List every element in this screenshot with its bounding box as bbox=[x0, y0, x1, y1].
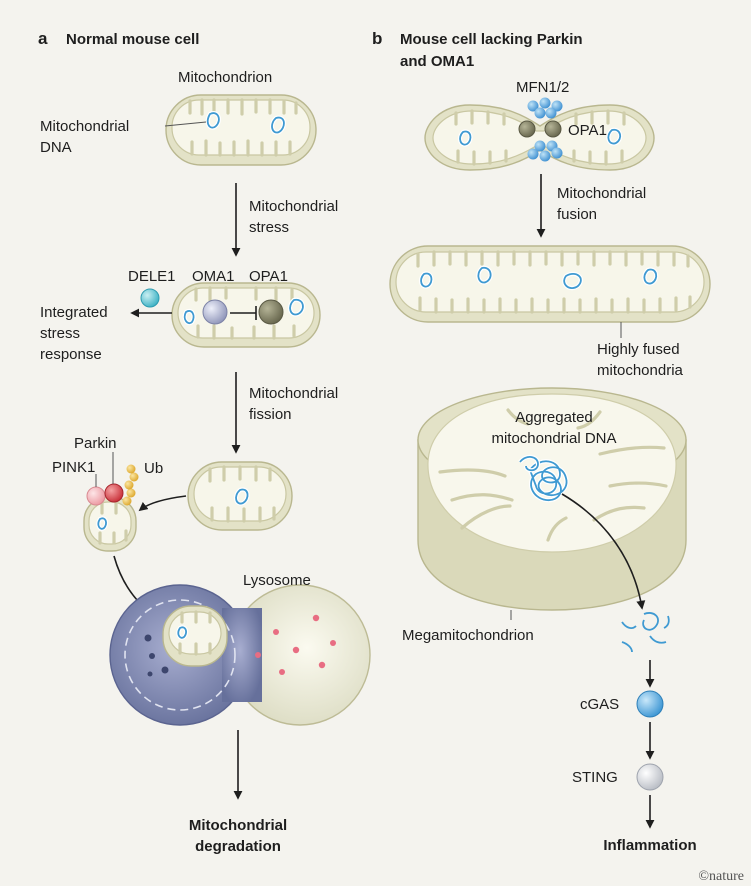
autolysosome bbox=[109, 584, 371, 726]
ub-label: Ub bbox=[144, 460, 163, 477]
highly-fused-mitochondrion bbox=[389, 245, 711, 323]
panel-b-title-line1: Mouse cell lacking Parkin bbox=[400, 31, 583, 48]
isr-label-line2: stress bbox=[40, 325, 80, 342]
mitochondrion-label: Mitochondrion bbox=[178, 69, 272, 86]
lysosome-label: Lysosome bbox=[243, 572, 311, 589]
cgas-protein bbox=[636, 690, 664, 718]
mfn-label: MFN1/2 bbox=[516, 79, 569, 96]
aggregated-label-line2: mitochondrial DNA bbox=[491, 430, 616, 447]
fused-label-line1: Highly fused bbox=[597, 341, 680, 358]
dele1-protein bbox=[140, 288, 160, 308]
panel-b-title-line2: and OMA1 bbox=[400, 53, 474, 70]
stress-label-line2: stress bbox=[249, 219, 289, 236]
isr-label-line3: response bbox=[40, 346, 102, 363]
parkin-label: Parkin bbox=[74, 435, 117, 452]
cgas-label: cGAS bbox=[580, 696, 619, 713]
aggregated-mtdna bbox=[518, 454, 569, 503]
mtdna-release-arrow bbox=[561, 493, 646, 610]
mtdna-label-line1: Mitochondrial bbox=[40, 118, 129, 135]
nature-credit: ©nature bbox=[698, 869, 744, 884]
fission-label-line2: fission bbox=[249, 406, 292, 423]
fission-label-line1: Mitochondrial bbox=[249, 385, 338, 402]
parkin-protein bbox=[104, 483, 124, 503]
fusion-label-line1: Mitochondrial bbox=[557, 185, 646, 202]
sting-protein bbox=[636, 763, 664, 791]
ubiquitin-chain bbox=[122, 464, 139, 506]
mtdna-label-line2: DNA bbox=[40, 139, 72, 156]
sting-label: STING bbox=[572, 769, 618, 786]
megamito-label: Megamitochondrion bbox=[402, 627, 534, 644]
oma1-inhibits-opa1-bar bbox=[230, 306, 257, 320]
pink1-protein bbox=[86, 486, 106, 506]
inflammation-label: Inflammation bbox=[603, 837, 696, 854]
pink1-label: PINK1 bbox=[52, 459, 95, 476]
mitochondrion-stressed bbox=[171, 282, 321, 348]
mfn-cluster-top bbox=[527, 97, 563, 119]
oma1-label: OMA1 bbox=[192, 268, 235, 285]
fusing-mitochondria bbox=[424, 104, 655, 171]
damaged-mitochondrion bbox=[83, 496, 137, 552]
released-mtdna-fragments bbox=[621, 612, 670, 653]
opa1-protein-b1 bbox=[518, 120, 536, 138]
mitochondrion-1 bbox=[165, 94, 317, 166]
mitophagy-arrow bbox=[138, 495, 187, 512]
mfn-cluster-bottom bbox=[527, 140, 563, 162]
opa1-label-a: OPA1 bbox=[249, 268, 288, 285]
fused-label-line2: mitochondria bbox=[597, 362, 684, 379]
isr-label-line1: Integrated bbox=[40, 304, 108, 321]
megamitochondrion bbox=[417, 387, 687, 611]
degradation-label-line2: degradation bbox=[195, 838, 281, 855]
oma1-protein bbox=[202, 299, 228, 325]
panel-b-letter: b bbox=[372, 29, 382, 48]
degradation-label-line1: Mitochondrial bbox=[189, 817, 287, 834]
mtdna-leader-line bbox=[164, 121, 207, 127]
opa1-protein-a bbox=[258, 299, 284, 325]
panel-a-letter: a bbox=[38, 29, 48, 48]
panel-a-title: Normal mouse cell bbox=[66, 31, 199, 48]
opa1-protein-b2 bbox=[544, 120, 562, 138]
dele1-label: DELE1 bbox=[128, 268, 176, 285]
opa1-label-b: OPA1 bbox=[568, 122, 607, 139]
daughter-mitochondrion-healthy bbox=[187, 461, 293, 531]
aggregated-label-line1: Aggregated bbox=[515, 409, 593, 426]
fusion-label-line2: fusion bbox=[557, 206, 597, 223]
stress-label-line1: Mitochondrial bbox=[249, 198, 338, 215]
